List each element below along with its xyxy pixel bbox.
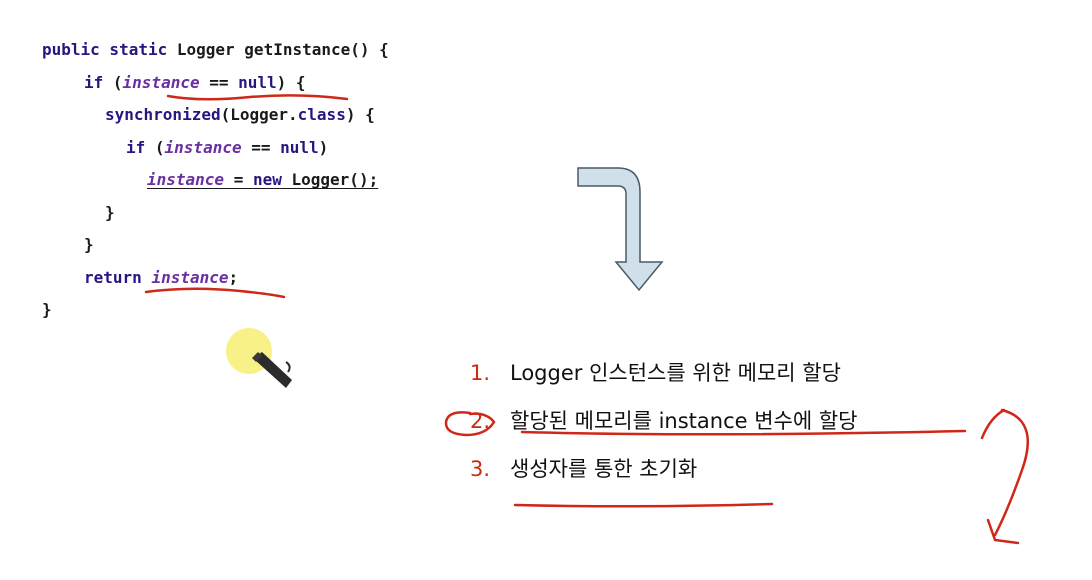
step-text: 할당된 메모리를 instance 변수에 할당 xyxy=(510,409,858,433)
code-token: null xyxy=(280,137,319,157)
code-token: } xyxy=(84,235,94,254)
code-token: return xyxy=(84,267,142,287)
code-token: new xyxy=(252,170,282,189)
code-token: Logger getInstance() { xyxy=(167,40,389,59)
code-line-text: } xyxy=(42,300,52,319)
code-line: return instance; xyxy=(42,262,389,295)
code-line: public static Logger getInstance() { xyxy=(42,34,389,67)
step-list: 1. Logger 인스턴스를 위한 메모리 할당 2.할당된 메모리를 inst… xyxy=(470,349,858,493)
code-line-text: if (instance == null) xyxy=(126,138,328,157)
code-token: instance xyxy=(151,267,229,287)
code-token: } xyxy=(42,300,52,319)
code-token: == xyxy=(199,72,239,92)
code-token: (Logger. xyxy=(220,105,298,124)
code-line-text: return instance; xyxy=(84,268,238,287)
code-line: if (instance == null) xyxy=(42,132,389,165)
code-token: if xyxy=(126,137,146,157)
code-token: instance xyxy=(147,170,225,189)
code-line: synchronized(Logger.class) { xyxy=(42,99,389,132)
code-token: null xyxy=(238,72,277,92)
code-token: public static xyxy=(42,40,168,59)
code-line-text: } xyxy=(84,235,94,254)
code-token: ( xyxy=(145,137,165,157)
code-token: instance xyxy=(122,72,200,92)
step-number: 1. xyxy=(470,361,491,385)
code-line: } xyxy=(42,229,389,262)
code-line-text: synchronized(Logger.class) { xyxy=(105,105,375,124)
code-token: ( xyxy=(103,72,123,92)
step-item-2: 2.할당된 메모리를 instance 변수에 할당 xyxy=(470,397,858,445)
pen-cursor-icon xyxy=(226,328,292,388)
circle-annotation-step-2 xyxy=(444,411,496,437)
step-number: 3. xyxy=(470,457,491,481)
bent-down-arrow-icon xyxy=(577,167,664,292)
code-token: instance xyxy=(164,137,242,157)
code-token: if xyxy=(84,72,104,92)
underline-annotation-step-3 xyxy=(513,502,774,508)
code-line: } xyxy=(42,294,389,327)
step-text: 생성자를 통한 초기화 xyxy=(510,457,698,481)
code-token: == xyxy=(241,137,281,157)
code-token: ; xyxy=(228,267,239,287)
code-line: } xyxy=(42,197,389,230)
code-line-text: } xyxy=(105,203,115,222)
code-token: ) { xyxy=(276,72,306,92)
step-item-1: 1. Logger 인스턴스를 위한 메모리 할당 xyxy=(470,349,858,397)
step-text: Logger 인스턴스를 위한 메모리 할당 xyxy=(510,361,841,385)
code-token: class xyxy=(297,105,346,124)
underline-annotation-instance-null xyxy=(166,94,349,101)
underline-annotation-step-2 xyxy=(520,429,967,436)
underline-annotation-return xyxy=(144,287,286,299)
step-item-3: 3. 생성자를 통한 초기화 xyxy=(470,445,858,493)
code-token: } xyxy=(105,202,115,222)
code-block: public static Logger getInstance() { if (… xyxy=(42,34,389,327)
code-token: ) xyxy=(318,137,329,157)
code-token: Logger(); xyxy=(281,170,379,189)
code-token: ) { xyxy=(345,105,375,124)
code-line: if (instance == null) { xyxy=(42,67,389,100)
code-token: = xyxy=(224,170,253,189)
code-token: synchronized xyxy=(105,105,221,124)
code-line-text: instance = new Logger(); xyxy=(147,170,378,189)
code-line: instance = new Logger(); xyxy=(42,164,389,197)
swap-arrow-icon xyxy=(980,408,1030,545)
code-line-text: public static Logger getInstance() { xyxy=(42,40,389,59)
code-line-text: if (instance == null) { xyxy=(84,73,306,92)
